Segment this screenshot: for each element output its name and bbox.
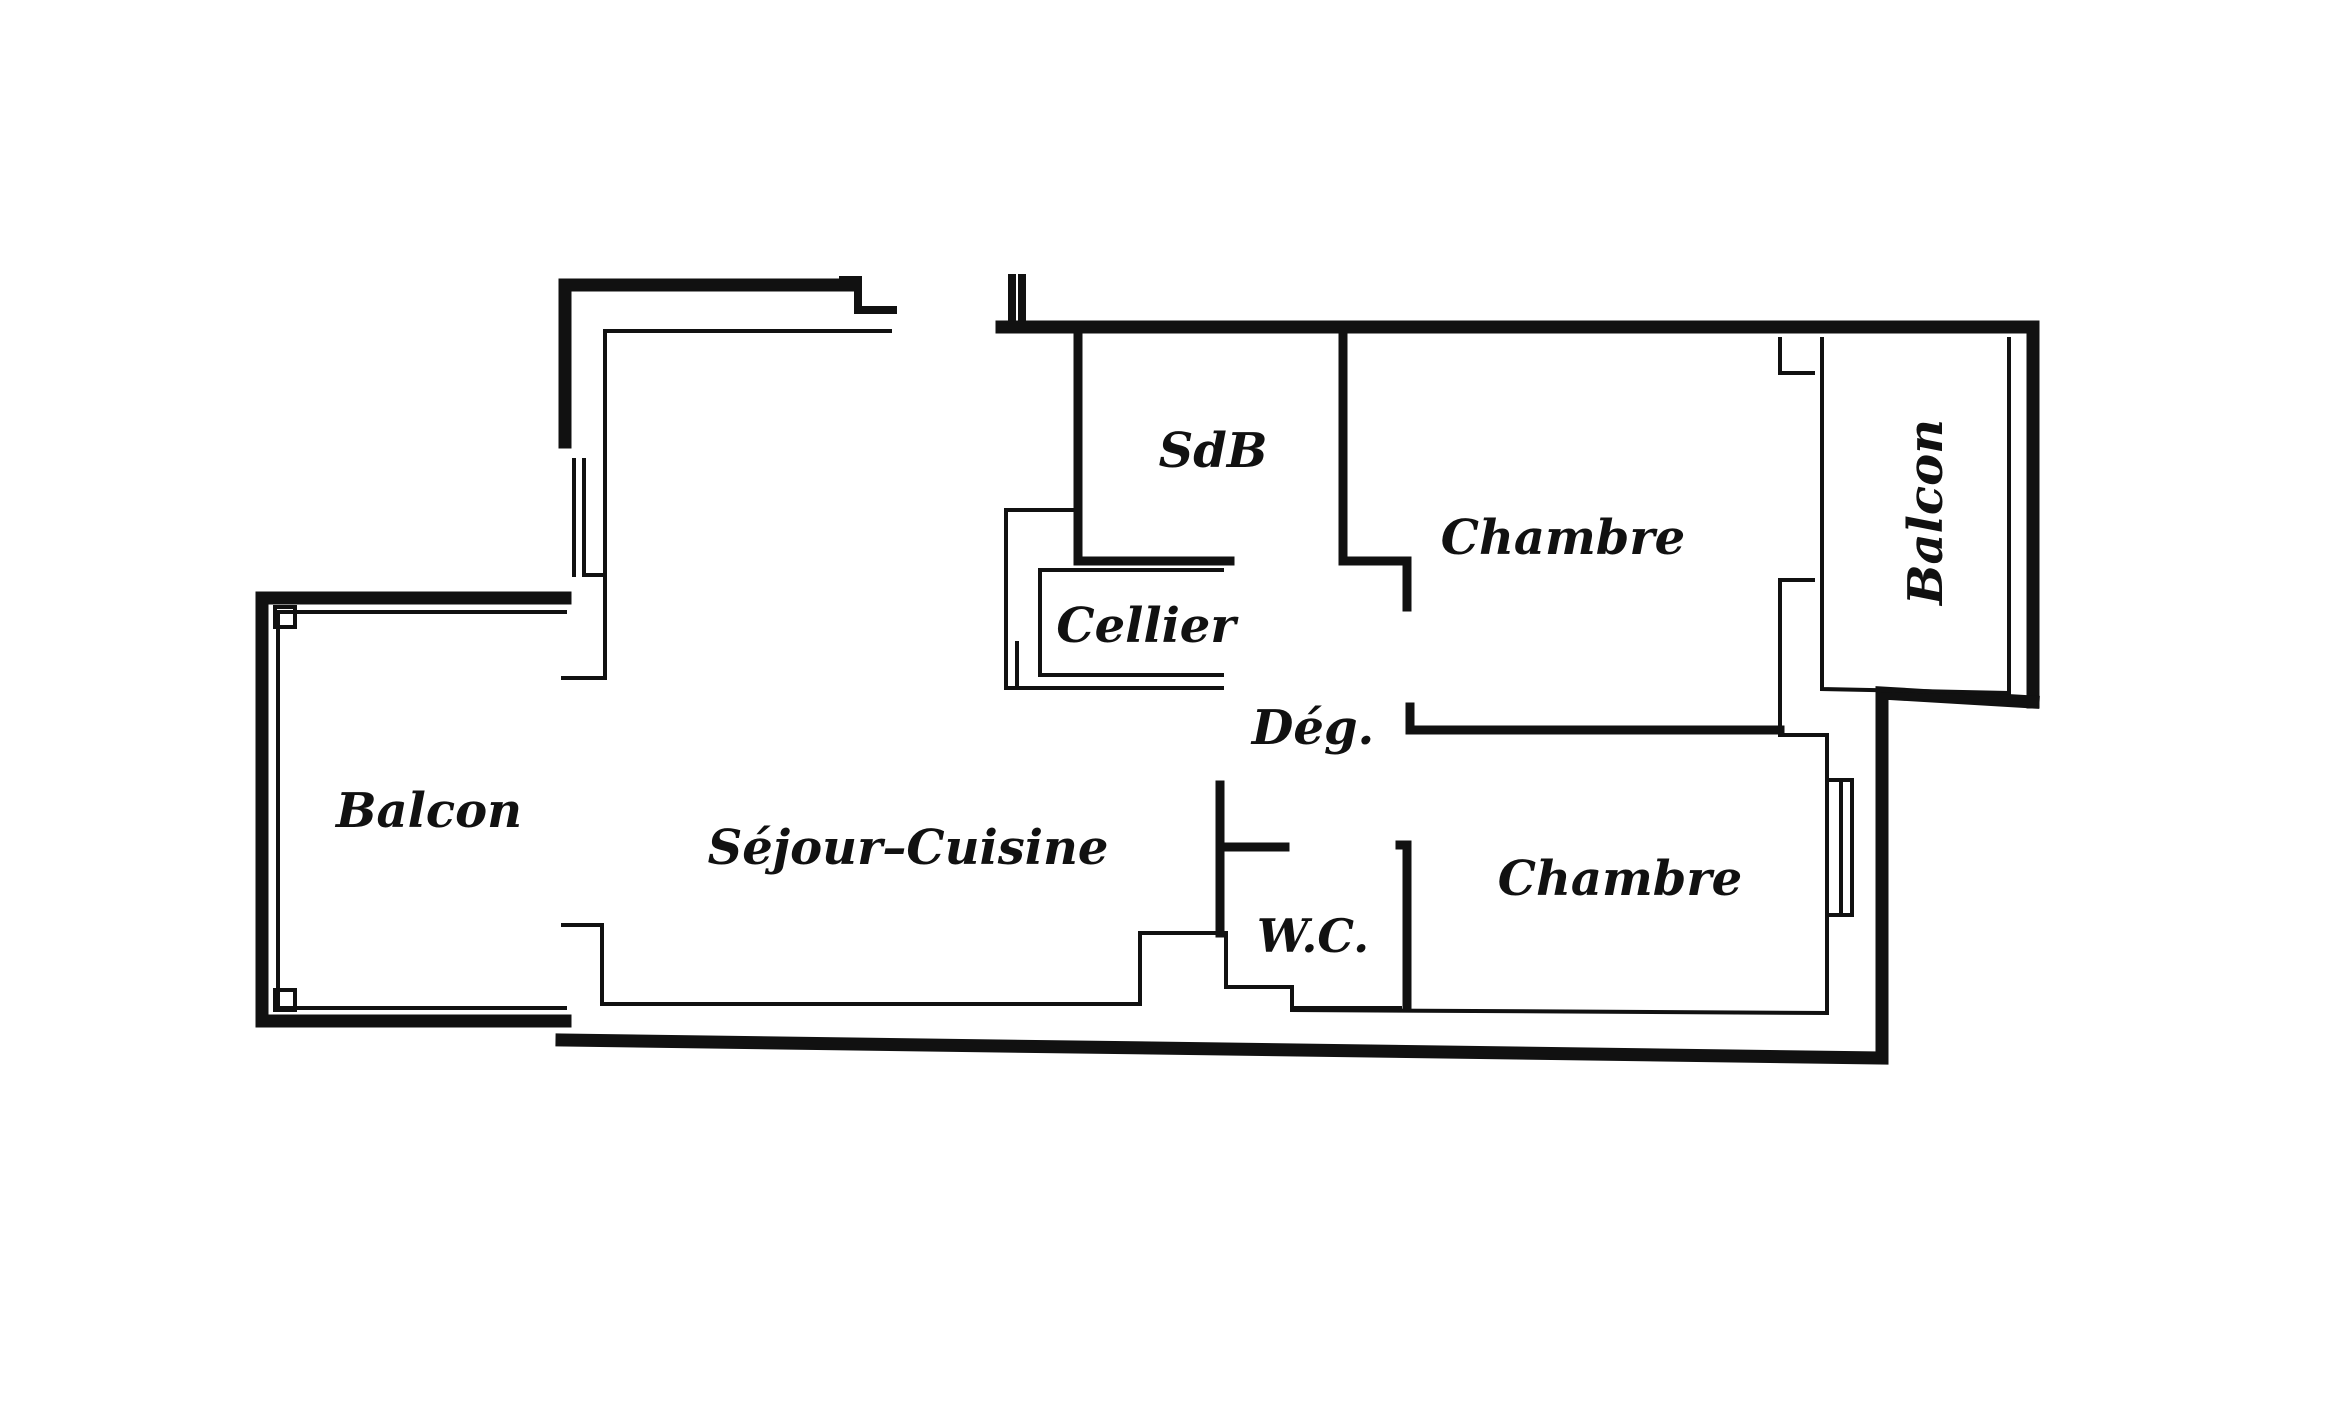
entry-jamb-right bbox=[1008, 274, 1054, 330]
inner-top-left bbox=[603, 329, 892, 680]
cellier-walls bbox=[1004, 508, 1402, 1010]
wc-wall-right bbox=[1395, 840, 1412, 1011]
entry-jambs bbox=[839, 274, 1054, 330]
sdb-right-wall bbox=[1338, 326, 1412, 612]
label-chambre-2: Chambre bbox=[1498, 851, 1742, 907]
label-balcon-left: Balcon bbox=[334, 783, 522, 839]
sdb-left-wall bbox=[1073, 326, 1235, 566]
wc-bottom bbox=[1224, 931, 1402, 1010]
wall-bottom bbox=[555, 686, 2040, 1065]
partitions bbox=[1073, 326, 1785, 1011]
label-wc: W.C. bbox=[1257, 909, 1369, 963]
inner-bottom-left bbox=[561, 923, 1220, 1006]
balcony-right-inner bbox=[1820, 337, 2011, 696]
wall-balcony-left bbox=[255, 591, 572, 1028]
label-deg: Dég. bbox=[1250, 700, 1374, 756]
cellier-inner bbox=[1038, 568, 1224, 677]
chambre-divider bbox=[1405, 702, 1785, 735]
chambre1-corner-low bbox=[1778, 578, 1815, 737]
balcony-left-inner bbox=[276, 610, 567, 1010]
entry-jamb-left bbox=[839, 276, 897, 314]
post-bottom bbox=[273, 988, 297, 1012]
inner-faces bbox=[276, 329, 2011, 1016]
label-balcon-right: Balcon bbox=[1898, 419, 1954, 607]
label-sdb: SdB bbox=[1159, 423, 1268, 479]
inner-left-window bbox=[582, 458, 607, 577]
balcony-posts bbox=[273, 605, 297, 1012]
cellier-outer bbox=[1004, 508, 1224, 690]
wall-top-left bbox=[558, 278, 855, 449]
label-chambre-1: Chambre bbox=[1441, 510, 1685, 566]
label-sejour-cuisine: Séjour–Cuisine bbox=[708, 820, 1109, 876]
exterior-walls bbox=[255, 278, 2040, 1065]
post-top bbox=[273, 605, 297, 629]
chambre1-corner bbox=[1778, 337, 1815, 375]
label-cellier: Cellier bbox=[1056, 598, 1239, 654]
